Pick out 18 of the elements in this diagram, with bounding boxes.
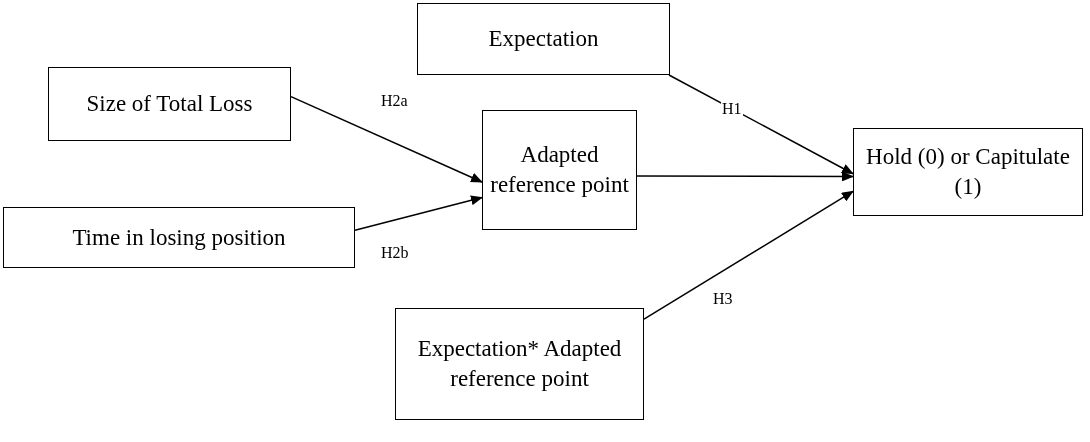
arrow [354,195,483,231]
construct-box [417,3,670,75]
edge-label: H1 [721,100,743,118]
arrow [290,95,483,183]
construct-box [395,308,644,420]
construct-box [853,128,1083,216]
box-label: Hold (0) or Capitulate (1) [865,143,1071,201]
box-label: Time in losing position [72,223,286,252]
construct-box [48,67,291,141]
box-label: Expectation* Adapted reference point [416,335,623,393]
box-label: Adapted reference point [489,141,630,199]
box-label: Expectation [488,25,599,53]
box-label: Size of Total Loss [86,90,253,118]
arrow [636,171,854,182]
construct-box [482,110,637,230]
arrow [643,190,854,320]
arrow [668,74,854,175]
construct-box [3,207,355,268]
